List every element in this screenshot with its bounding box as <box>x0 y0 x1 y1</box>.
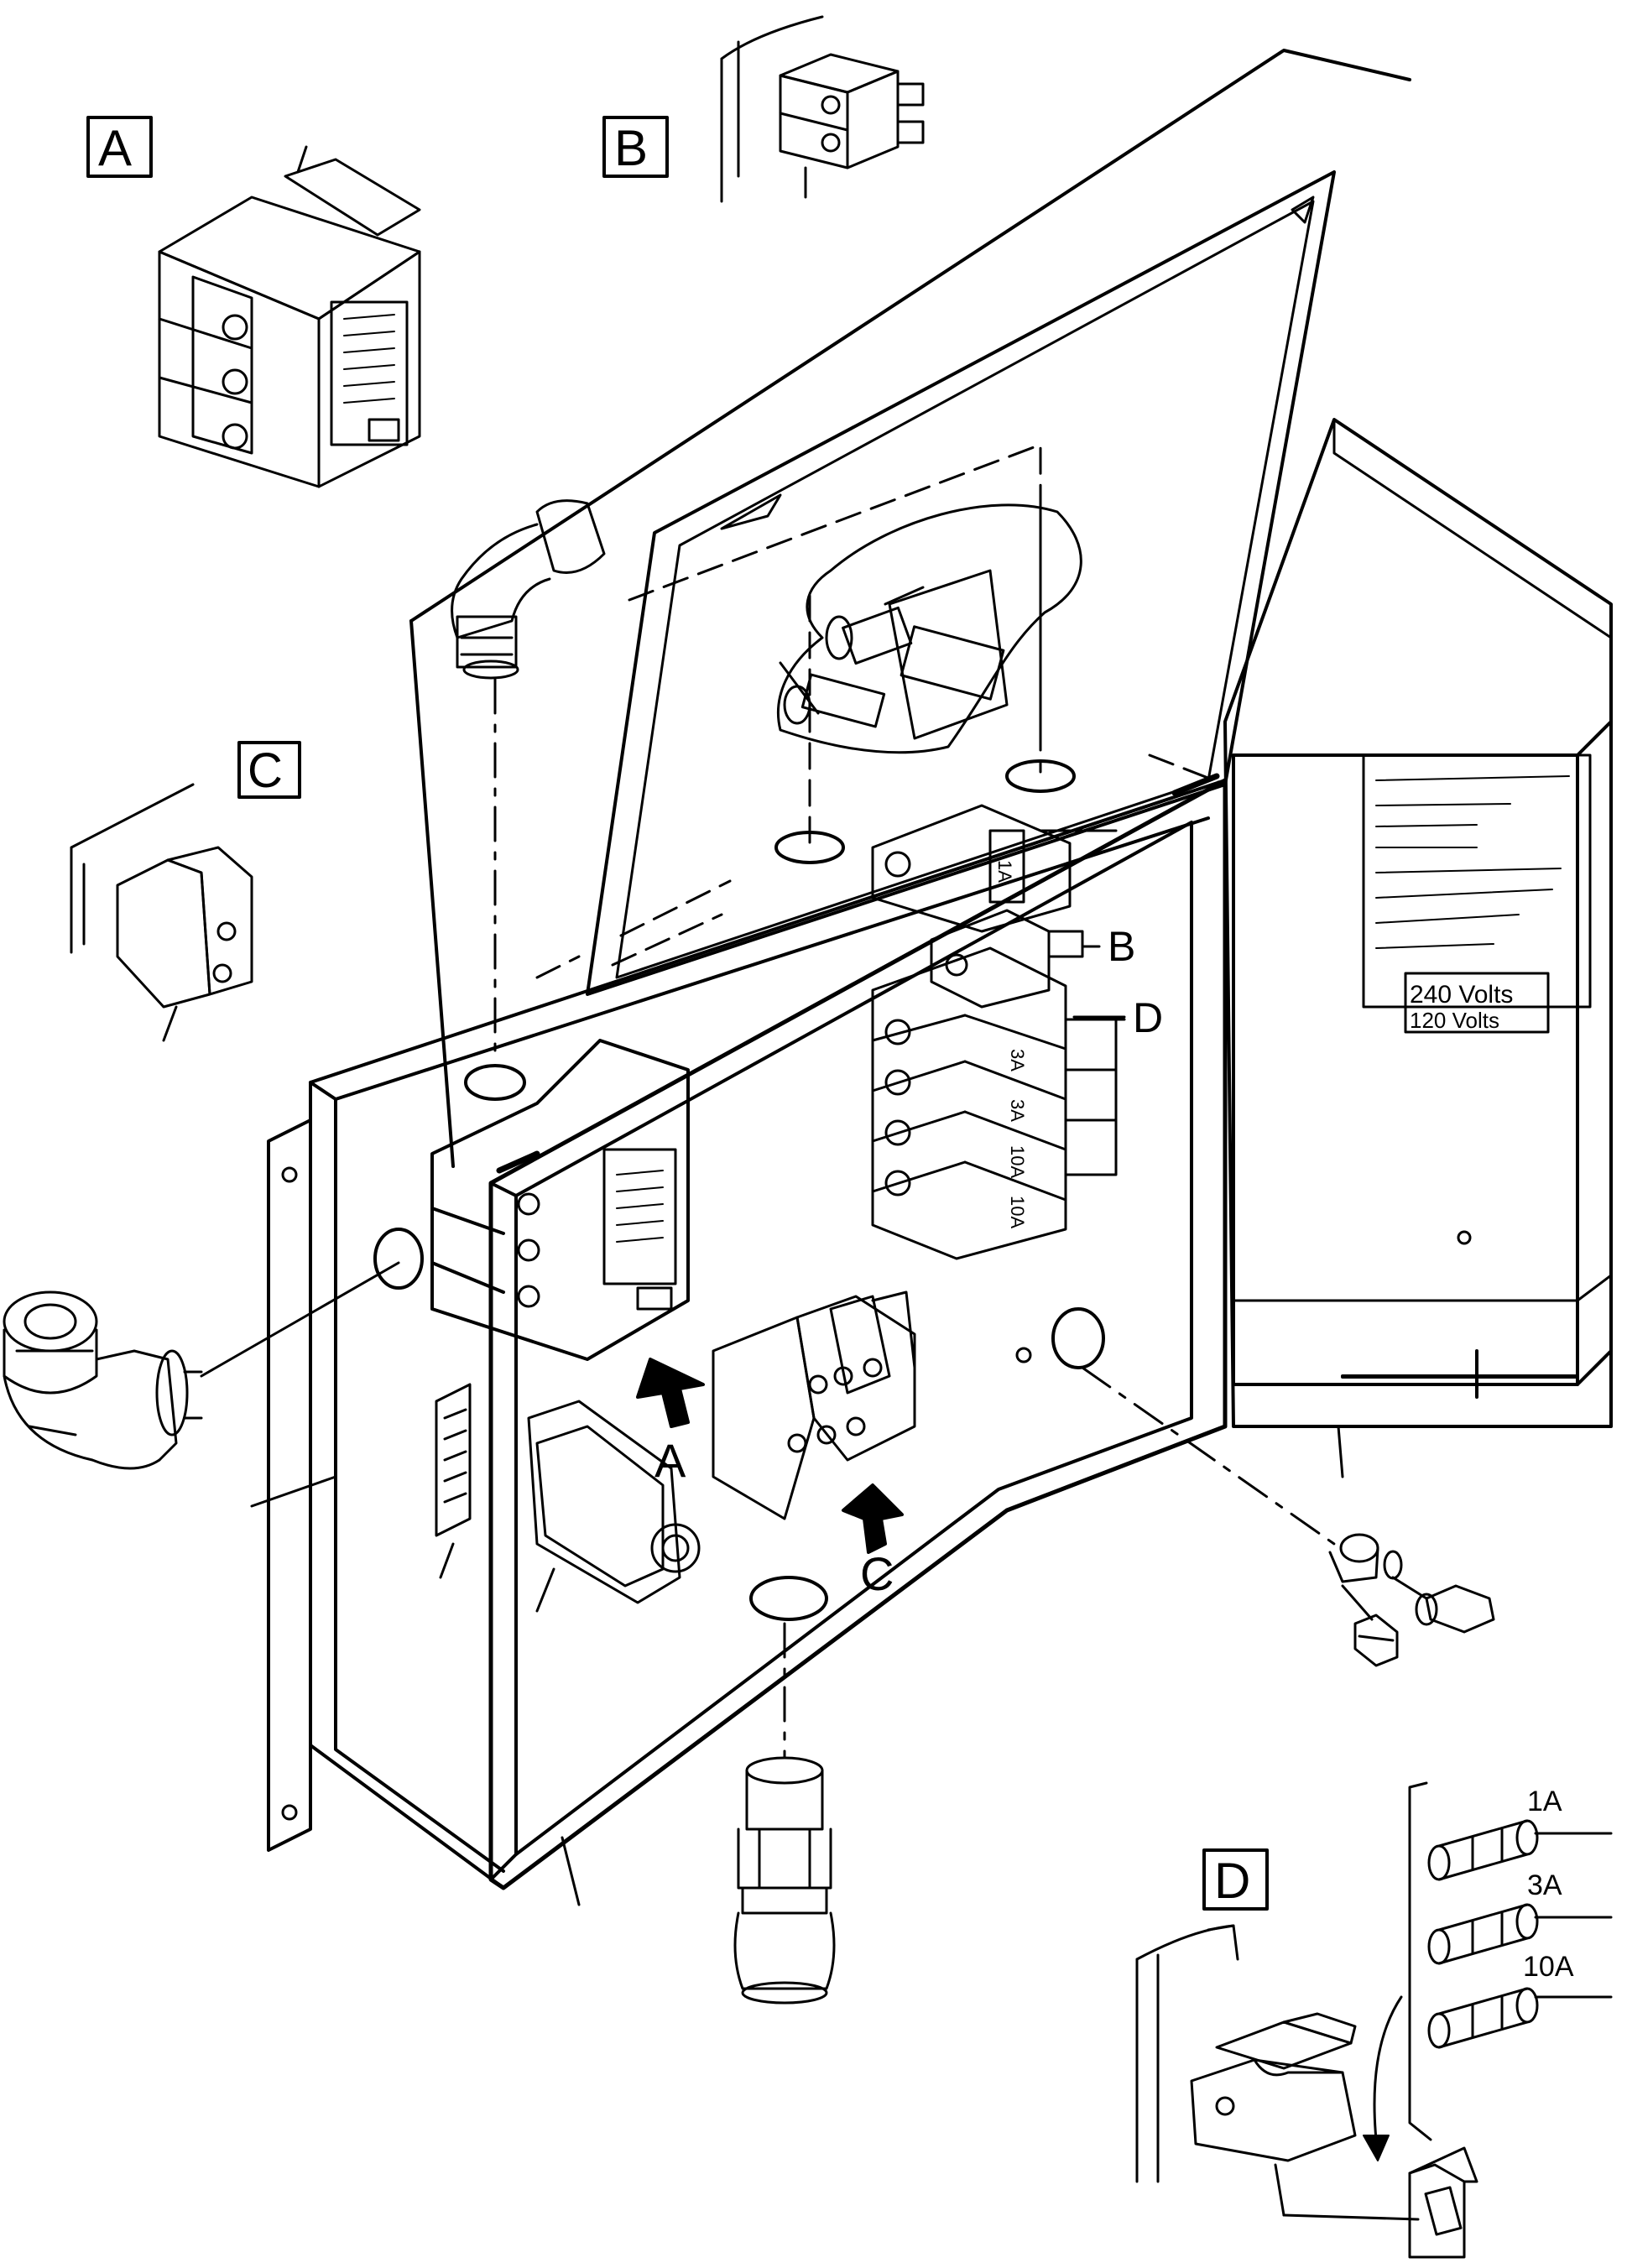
fuse-10a-label: 10A <box>1523 1951 1574 1983</box>
fuse-1a-label: 1A <box>1527 1786 1562 1817</box>
enclosure-box <box>267 759 1227 1890</box>
contactor-installed <box>430 1039 690 1361</box>
fuse-3a-label: 3A <box>1527 1869 1562 1901</box>
fuse-10a <box>1427 1987 1613 2049</box>
background-panel-outline <box>409 49 1411 1168</box>
leader-d-label: D <box>1133 994 1163 1041</box>
fuse-holder-label-3: 3A <box>1007 1099 1028 1122</box>
detail-c: C <box>70 741 301 1042</box>
fuse-holder-detail <box>1135 1924 1420 2221</box>
fuse-1a <box>1427 1819 1613 1881</box>
terminal-block-c-detail <box>70 783 253 1042</box>
detail-b-label: B <box>614 120 648 176</box>
knockout-left <box>373 1228 424 1290</box>
contactor-detail <box>158 145 421 488</box>
lid-cover <box>535 170 1336 996</box>
fuse-3a <box>1427 1903 1613 1965</box>
fuse-holder-label-5: 10A <box>1007 1196 1028 1228</box>
thermostat-part <box>779 569 1009 740</box>
fuse-set <box>1408 1781 1613 2141</box>
insert-arrow <box>1373 1995 1403 2141</box>
transformer: 240 Volts 120 Volts <box>1223 418 1613 1428</box>
fuse-holder-label-4: 10A <box>1007 1145 1028 1178</box>
nameplate <box>1362 753 1592 1009</box>
part-leaders <box>250 1425 1344 1906</box>
detail-c-label: C <box>248 743 283 798</box>
detail-d-label: D <box>1214 1853 1250 1909</box>
knockout-top-3 <box>464 1064 526 1101</box>
relay-b-detail <box>720 15 925 203</box>
knockout-bottom <box>749 1576 828 1621</box>
leader-left-fitting <box>200 1261 400 1378</box>
screw-assembly <box>1328 1533 1495 1667</box>
detail-a: A <box>86 116 421 488</box>
terminal-block-installed <box>712 1290 916 1520</box>
fuse-holder-label-2: 3A <box>1007 1049 1028 1071</box>
detail-d: D <box>1135 1781 1613 2259</box>
fuse-holder-stack: 1A 3A 3A 10A 10A <box>871 804 1126 1260</box>
fuse-holder-label-top: 1A <box>994 860 1015 883</box>
nameplate-text-lines <box>1375 775 1570 949</box>
transformer-volts-1: 240 Volts <box>1410 981 1513 1009</box>
timer-module <box>435 1383 701 1604</box>
transformer-volts-2: 120 Volts <box>1410 1008 1499 1033</box>
cable-gland-bottom <box>733 1756 836 2005</box>
arrow-c-label: C <box>860 1547 894 1600</box>
fuse-cap <box>1408 2146 1478 2259</box>
small-relay-b <box>930 909 1084 1009</box>
detail-a-label: A <box>98 120 132 176</box>
leader-screw <box>1081 1366 1336 1546</box>
conduit-elbow-left <box>3 1290 203 1470</box>
leader-b-label: B <box>1108 923 1135 970</box>
detail-b: B <box>602 15 925 203</box>
knockout-right <box>1051 1307 1105 1369</box>
arrow-c: C <box>842 1483 904 1600</box>
conduit-elbow-top <box>451 499 606 680</box>
